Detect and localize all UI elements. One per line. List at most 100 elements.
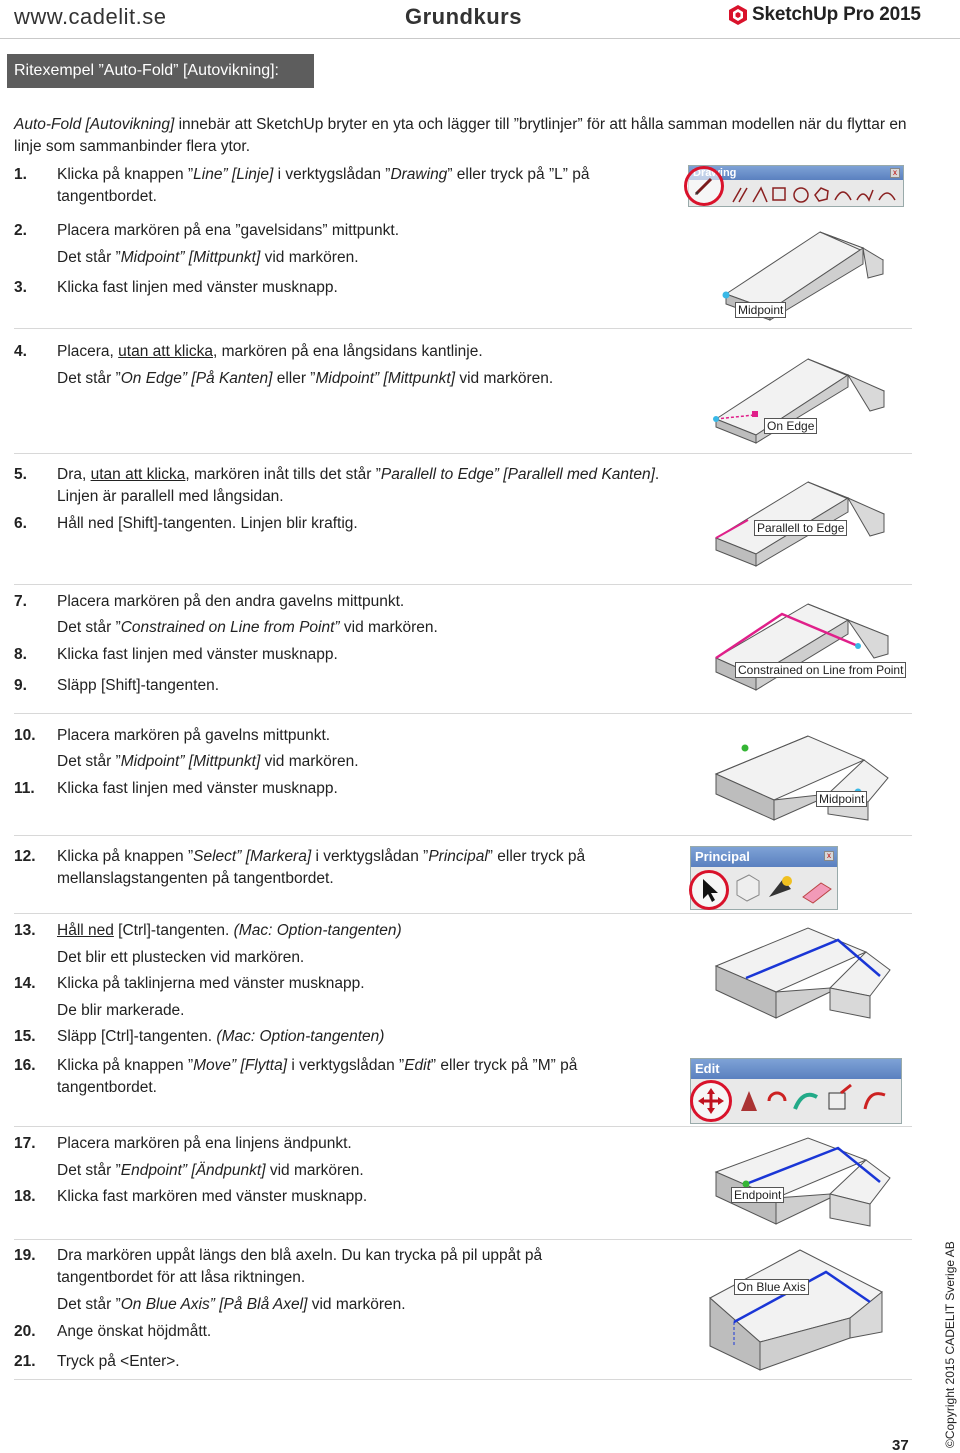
step-text: Håll ned [Ctrl]-tangenten. (Mac: Option-… [57, 922, 402, 939]
step-7: 7. Placera markören på den andra gavelns… [14, 591, 674, 613]
intro-paragraph: Auto-Fold [Autovikning] innebär att Sket… [14, 114, 914, 158]
step-number: 14. [14, 975, 36, 992]
step-text: Klicka på knappen ”Select” [Markera] i v… [57, 848, 586, 887]
step-2-note: Det står ”Midpoint” [Mittpunkt] vid mark… [57, 249, 359, 266]
intro-lead: Auto-Fold [Autovikning] [14, 116, 175, 133]
on-blue-axis-tag: On Blue Axis [734, 1279, 809, 1295]
lshape-figure-endpoint [714, 1137, 891, 1227]
step-text: Placera markören på gavelns mittpunkt. [57, 727, 331, 744]
midpoint-tag-2: Midpoint [816, 791, 868, 807]
step-number: 10. [14, 727, 36, 744]
step-number: 4. [14, 343, 27, 360]
toolbar-title: Edit [691, 1059, 901, 1079]
step-13: 13. Håll ned [Ctrl]-tangenten. (Mac: Opt… [14, 920, 674, 942]
toolbar-title: Principal [691, 847, 837, 867]
step-13-note: Det blir ett plustecken vid markören. [57, 949, 305, 966]
step-20: 20. Ange önskat höjdmått. [14, 1321, 674, 1343]
on-edge-tag: On Edge [764, 418, 818, 434]
parallel-to-edge-tag: Parallell to Edge [754, 520, 848, 536]
step-9: 9. Släpp [Shift]-tangenten. [14, 675, 674, 697]
step-text: Klicka fast linjen med vänster musknapp. [57, 780, 338, 797]
lshape-figure-constrained [714, 603, 889, 691]
constrained-tag: Constrained on Line from Point [735, 662, 907, 678]
step-5: 5. Dra, utan att klicka, markören inåt t… [14, 464, 674, 508]
step-number: 5. [14, 466, 27, 483]
step-number: 8. [14, 646, 27, 663]
page-number: 37 [892, 1437, 909, 1453]
step-6: 6. Håll ned [Shift]-tangenten. Linjen bl… [14, 513, 674, 535]
drawing-toolbar: Drawing x [688, 165, 904, 207]
step-14: 14. Klicka på taklinjerna med vänster mu… [14, 973, 674, 995]
step-number: 2. [14, 222, 27, 239]
step-text: Placera, utan att klicka, markören på en… [57, 343, 483, 360]
close-icon[interactable]: x [890, 168, 900, 178]
step-10-note: Det står ”Midpoint” [Mittpunkt] vid mark… [57, 753, 359, 770]
header-divider [0, 38, 960, 39]
step-text: Dra markören uppåt längs den blå axeln. … [57, 1247, 543, 1286]
cursor-arrow-icon [703, 879, 718, 902]
step-4: 4. Placera, utan att klicka, markören på… [14, 341, 674, 363]
step-text: Klicka på knappen ”Move” [Flytta] i verk… [57, 1057, 578, 1096]
step-number: 6. [14, 515, 27, 532]
select-tool-highlight[interactable] [689, 870, 729, 910]
step-3: 3. Klicka fast linjen med vänster muskna… [14, 277, 674, 299]
step-14-note: De blir markerade. [57, 1002, 185, 1019]
step-text: Klicka på taklinjerna med vänster muskna… [57, 975, 365, 992]
midpoint-tag: Midpoint [735, 302, 787, 318]
step-text: Klicka fast linjen med vänster musknapp. [57, 646, 338, 663]
step-17: 17. Placera markören på ena linjens ändp… [14, 1133, 674, 1155]
step-1: 1. Klicka på knappen ”Line” [Linje] i ve… [14, 164, 674, 208]
line-tool-highlight[interactable] [684, 166, 724, 206]
step-15: 15. Släpp [Ctrl]-tangenten. (Mac: Option… [14, 1026, 674, 1048]
step-11: 11. Klicka fast linjen med vänster muskn… [14, 778, 674, 800]
step-text: Klicka fast linjen med vänster musknapp. [57, 279, 338, 296]
step-12: 12. Klicka på knappen ”Select” [Markera]… [14, 846, 674, 890]
endpoint-tag: Endpoint [731, 1187, 785, 1203]
step-10: 10. Placera markören på gavelns mittpunk… [14, 725, 674, 747]
drawing-tools-icons [732, 186, 896, 203]
step-19-note: Det står ”On Blue Axis” [På Blå Axel] vi… [57, 1296, 406, 1313]
move-arrows-icon [698, 1088, 724, 1114]
step-text: Placera markören på ena linjens ändpunkt… [57, 1135, 352, 1152]
step-4-note: Det står ”On Edge” [På Kanten] eller ”Mi… [57, 370, 554, 387]
step-number: 9. [14, 677, 27, 694]
divider [14, 713, 912, 714]
step-16: 16. Klicka på knappen ”Move” [Flytta] i … [14, 1055, 674, 1099]
step-18: 18. Klicka fast markören med vänster mus… [14, 1186, 674, 1208]
divider [14, 1239, 912, 1240]
brand-name: SketchUp Pro 2015 [752, 4, 921, 25]
sketchup-logo-icon [729, 5, 747, 25]
divider [14, 584, 912, 585]
lshape-figure-selected [714, 927, 891, 1019]
divider [14, 1379, 912, 1380]
edit-toolbar: Edit [690, 1058, 902, 1124]
copyright-text: ©Copyright 2015 CADELIT Sverige AB [943, 1241, 957, 1448]
step-21: 21. Tryck på <Enter>. [14, 1351, 674, 1373]
house-figure-blue-axis [709, 1249, 883, 1371]
step-number: 17. [14, 1135, 36, 1152]
step-number: 1. [14, 166, 27, 183]
step-number: 18. [14, 1188, 36, 1205]
divider [14, 835, 912, 836]
step-text: Klicka på knappen ”Line” [Linje] i verkt… [57, 166, 590, 205]
step-text: Klicka fast markören med vänster musknap… [57, 1188, 368, 1205]
step-number: 13. [14, 922, 36, 939]
step-17-note: Det står ”Endpoint” [Ändpunkt] vid markö… [57, 1162, 364, 1179]
step-number: 12. [14, 848, 36, 865]
step-number: 7. [14, 593, 27, 610]
intro-rest: innebär att SketchUp bryter en yta och l… [14, 116, 907, 155]
brand-logo: SketchUp Pro 2015 [728, 4, 921, 26]
close-icon[interactable]: x [824, 851, 834, 861]
lshape-figure-parallel [714, 481, 885, 567]
site-url: www.cadelit.se [14, 4, 167, 29]
edit-tools-icons [741, 1083, 886, 1111]
step-text: Släpp [Shift]-tangenten. [57, 677, 220, 694]
step-19: 19. Dra markören uppåt längs den blå axe… [14, 1245, 614, 1289]
step-7-note: Det står ”Constrained on Line from Point… [57, 619, 438, 636]
step-text: Dra, utan att klicka, markören inåt till… [57, 466, 660, 505]
step-8: 8. Klicka fast linjen med vänster muskna… [14, 644, 674, 666]
divider [14, 453, 912, 454]
move-tool-highlight[interactable] [690, 1080, 732, 1122]
step-number: 21. [14, 1353, 36, 1370]
divider [14, 1126, 912, 1127]
